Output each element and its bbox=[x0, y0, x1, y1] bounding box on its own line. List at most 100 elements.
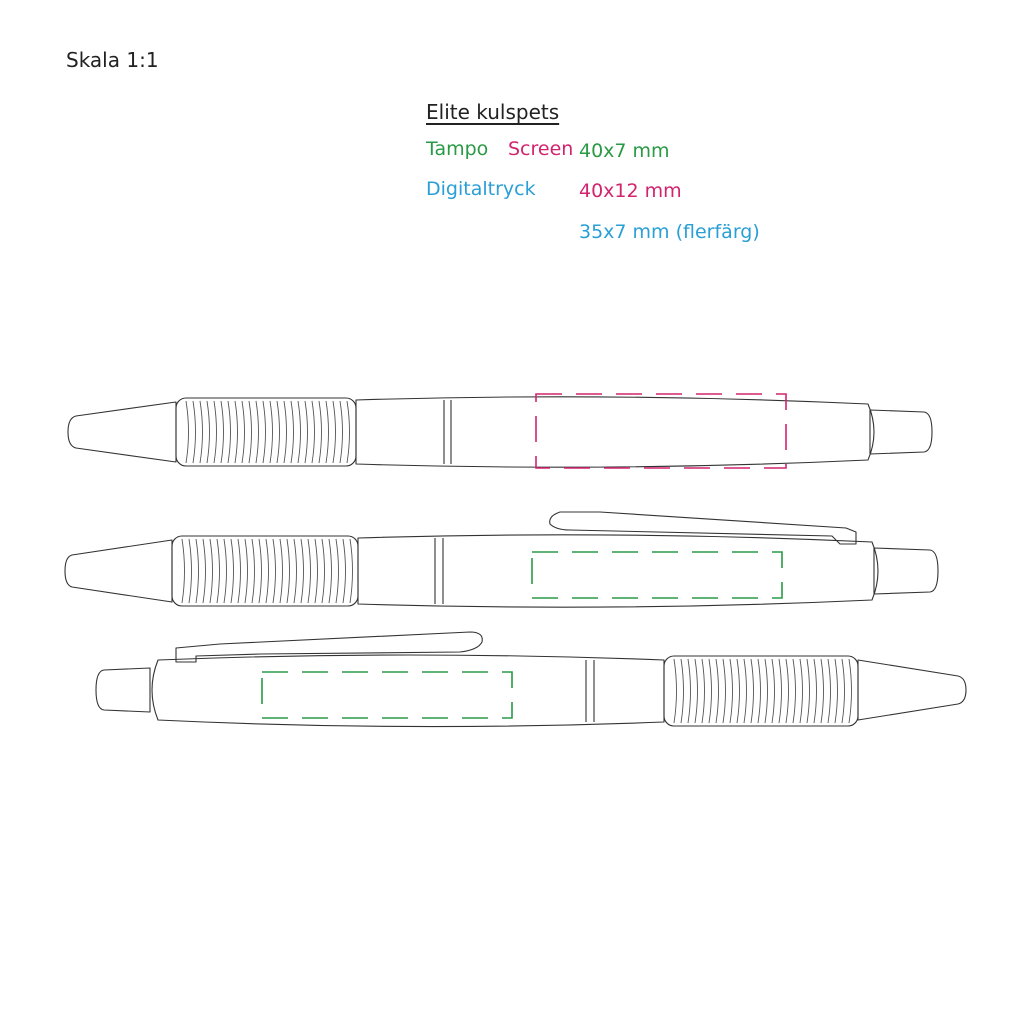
grip-rib bbox=[342, 538, 346, 604]
pen-barrel bbox=[151, 654, 665, 728]
grip-rib bbox=[262, 400, 266, 464]
grip-rib bbox=[188, 538, 192, 604]
grip-rib bbox=[255, 400, 259, 464]
product-title: Elite kulspets bbox=[426, 100, 560, 124]
grip-rib bbox=[848, 658, 852, 724]
grip-rib bbox=[792, 658, 796, 724]
grip-rib bbox=[237, 538, 241, 604]
pen-barrel bbox=[357, 534, 879, 608]
grip-rib bbox=[297, 400, 301, 464]
grip-rib bbox=[736, 658, 740, 724]
pen-reverse-view bbox=[95, 631, 967, 728]
pen-push-button bbox=[873, 547, 939, 595]
grip-rib bbox=[757, 658, 761, 724]
scale-label: Skala 1:1 bbox=[66, 48, 159, 72]
print-zone-tampo bbox=[531, 551, 783, 599]
grip-rib bbox=[276, 400, 280, 464]
size-digital-label: 35x7 mm (flerfärg) bbox=[579, 221, 760, 243]
grip-rib bbox=[673, 658, 677, 724]
grip-rib bbox=[335, 538, 339, 604]
grip-rib bbox=[687, 658, 691, 724]
grip-rib bbox=[213, 400, 217, 464]
grip-rib bbox=[209, 538, 213, 604]
grip-rib bbox=[321, 538, 325, 604]
grip-rib bbox=[195, 538, 199, 604]
grip-rib bbox=[339, 400, 343, 464]
grip-rib bbox=[206, 400, 210, 464]
grip-rib bbox=[307, 538, 311, 604]
grip-rib bbox=[185, 400, 189, 464]
grip-rib bbox=[694, 658, 698, 724]
pen-tip-cone bbox=[67, 401, 177, 463]
grip-rib bbox=[286, 538, 290, 604]
pen-grip-ribs bbox=[673, 658, 852, 724]
grip-rib bbox=[199, 400, 203, 464]
grip-rib bbox=[230, 538, 234, 604]
grip-rib bbox=[771, 658, 775, 724]
pen-grip-ribs bbox=[181, 538, 353, 604]
grip-rib bbox=[314, 538, 318, 604]
grip-rib bbox=[248, 400, 252, 464]
grip-rib bbox=[311, 400, 315, 464]
grip-rib bbox=[325, 400, 329, 464]
grip-rib bbox=[283, 400, 287, 464]
grip-rib bbox=[743, 658, 747, 724]
grip-rib bbox=[729, 658, 733, 724]
pen-grip-ribs bbox=[185, 400, 350, 464]
grip-rib bbox=[785, 658, 789, 724]
method-tampo-label: Tampo bbox=[426, 138, 489, 160]
grip-rib bbox=[223, 538, 227, 604]
grip-rib bbox=[680, 658, 684, 724]
grip-rib bbox=[244, 538, 248, 604]
grip-rib bbox=[265, 538, 269, 604]
grip-rib bbox=[216, 538, 220, 604]
pen-side-view-clip bbox=[64, 511, 939, 608]
grip-rib bbox=[827, 658, 831, 724]
grip-rib bbox=[799, 658, 803, 724]
grip-rib bbox=[778, 658, 782, 724]
grip-rib bbox=[272, 538, 276, 604]
grip-rib bbox=[220, 400, 224, 464]
grip-rib bbox=[349, 538, 353, 604]
pen-clip bbox=[175, 631, 483, 663]
pen-tip-cone bbox=[64, 539, 173, 603]
grip-rib bbox=[328, 538, 332, 604]
grip-rib bbox=[251, 538, 255, 604]
grip-rib bbox=[290, 400, 294, 464]
grip-rib bbox=[269, 400, 273, 464]
size-screen-label: 40x12 mm bbox=[579, 180, 682, 202]
pen-clip bbox=[549, 511, 857, 545]
grip-rib bbox=[318, 400, 322, 464]
pen-grip bbox=[175, 397, 357, 467]
grip-rib bbox=[332, 400, 336, 464]
grip-rib bbox=[715, 658, 719, 724]
print-zone-tampo bbox=[261, 671, 513, 719]
method-digital-label: Digitaltryck bbox=[426, 178, 536, 200]
grip-rib bbox=[227, 400, 231, 464]
print-zone-screen bbox=[535, 393, 787, 469]
grip-rib bbox=[708, 658, 712, 724]
grip-rib bbox=[764, 658, 768, 724]
method-screen-label: Screen bbox=[508, 138, 574, 160]
grip-rib bbox=[241, 400, 245, 464]
grip-rib bbox=[841, 658, 845, 724]
pen-barrel bbox=[355, 396, 875, 468]
grip-rib bbox=[279, 538, 283, 604]
grip-rib bbox=[346, 400, 350, 464]
pen-push-button bbox=[869, 409, 933, 455]
grip-rib bbox=[192, 400, 196, 464]
grip-rib bbox=[701, 658, 705, 724]
grip-rib bbox=[234, 400, 238, 464]
grip-rib bbox=[293, 538, 297, 604]
pen-tip-cone bbox=[857, 659, 967, 721]
grip-rib bbox=[722, 658, 726, 724]
size-tampo-label: 40x7 mm bbox=[579, 140, 670, 162]
grip-rib bbox=[304, 400, 308, 464]
grip-rib bbox=[820, 658, 824, 724]
grip-rib bbox=[750, 658, 754, 724]
grip-rib bbox=[202, 538, 206, 604]
pen-push-button bbox=[95, 667, 151, 713]
grip-rib bbox=[813, 658, 817, 724]
pen-front-view bbox=[67, 393, 933, 469]
